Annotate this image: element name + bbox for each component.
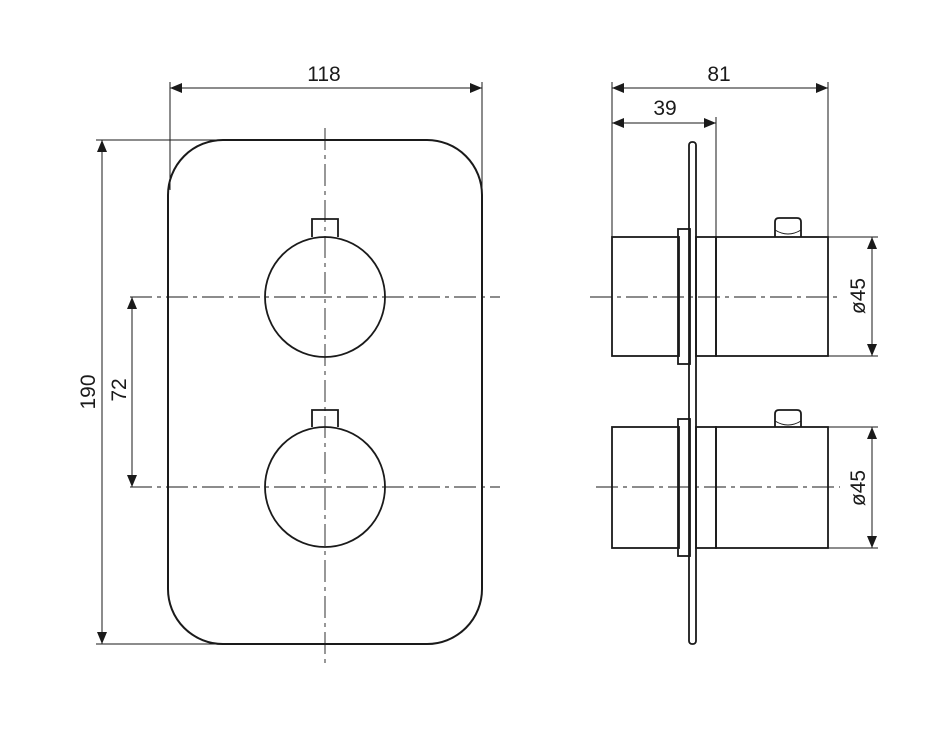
dimension-depth-body: 39: [612, 97, 717, 237]
dimension-knob-diameter-top: ø45: [828, 236, 878, 357]
dimension-depth-total: 81: [611, 63, 829, 237]
bottom-knob-side: [611, 409, 829, 557]
top-knob-side: [611, 217, 829, 365]
dimension-knob-diameter-bottom: ø45: [828, 426, 878, 549]
dimension-plate-height: 190: [77, 139, 220, 645]
side-view: 81 39 ø45 ø45: [590, 63, 878, 645]
dimension-plate-width: 118: [169, 63, 483, 190]
dimension-label-plate-height: 190: [77, 374, 100, 409]
top-knob-front: [264, 218, 386, 358]
dimension-knob-spacing: 72: [108, 297, 137, 487]
front-view: 118 190 72: [77, 63, 500, 668]
bottom-knob-front: [264, 409, 386, 548]
dimension-label-knob-diameter-bottom: ø45: [847, 470, 870, 506]
dimension-label-depth-body: 39: [653, 97, 676, 120]
dimension-label-knob-diameter-top: ø45: [847, 278, 870, 314]
dimension-label-depth-total: 81: [707, 63, 730, 86]
side-plate-profile: [688, 141, 697, 645]
dimension-label-plate-width: 118: [307, 63, 340, 86]
dimension-label-knob-spacing: 72: [108, 378, 131, 401]
